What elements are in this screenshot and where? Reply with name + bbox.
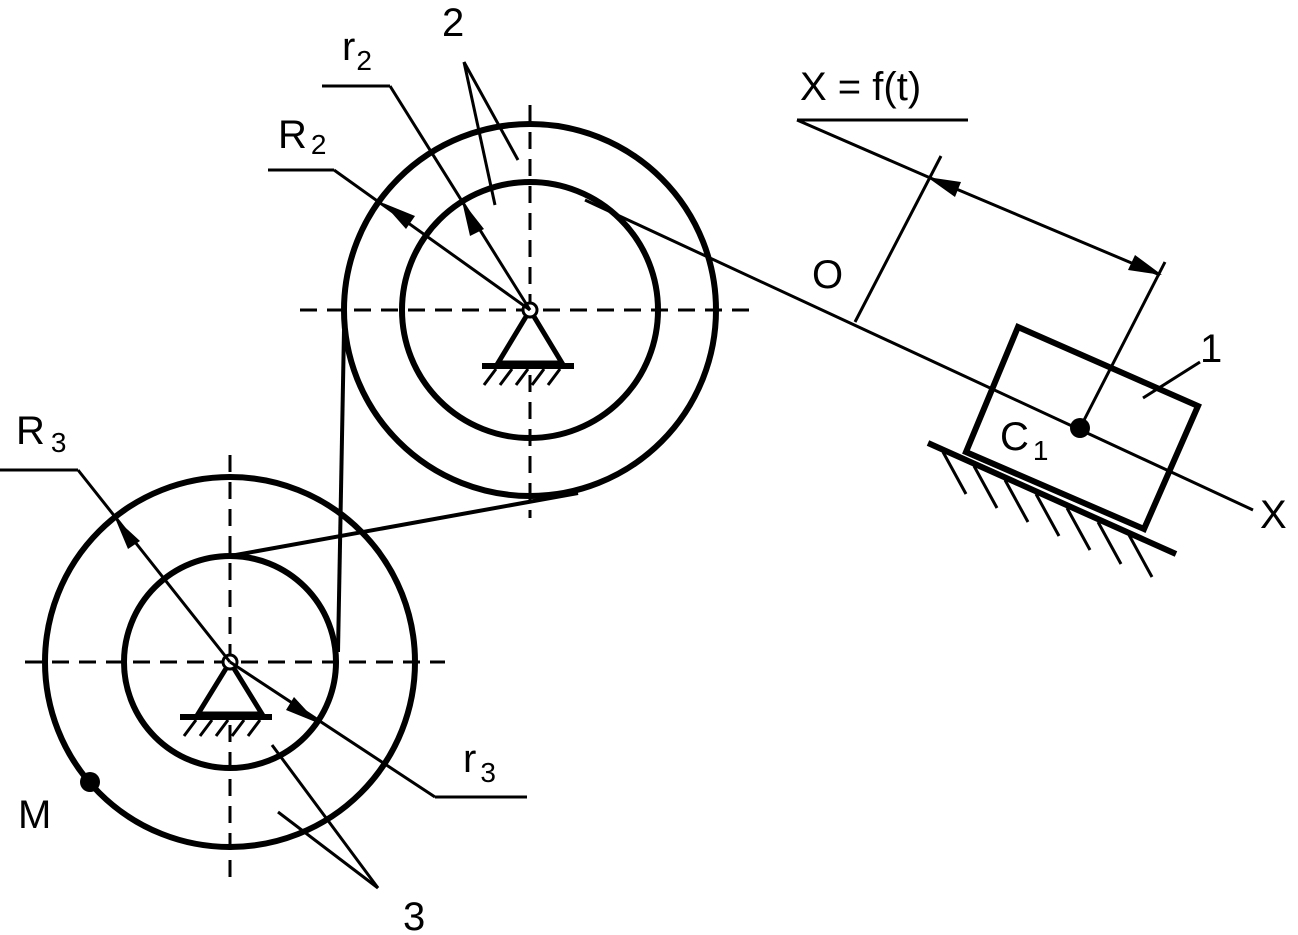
wheel-3-ground-hatch — [182, 719, 262, 737]
label-r2: r2 — [342, 25, 372, 76]
dimension-arrow-left — [927, 177, 961, 197]
displacement-dimension — [853, 155, 1167, 429]
rope-and-x-axis — [584, 198, 1254, 512]
r3-arrowhead — [286, 697, 318, 723]
label-wheel-3: 3 — [403, 895, 425, 935]
R3-arrowhead — [115, 518, 140, 549]
dimension-arrow-right — [1128, 255, 1162, 275]
label-wheel-2: 2 — [442, 1, 464, 45]
r3-leader — [229, 660, 436, 799]
R2-arrowhead — [383, 203, 415, 229]
radius-R3 — [0, 468, 232, 663]
r2-arrowhead — [462, 201, 484, 236]
wheel-2 — [300, 105, 752, 518]
R3-leader — [76, 469, 232, 663]
label-law-of-motion: X = f(t) — [800, 65, 921, 109]
label-body-1: 1 — [1200, 327, 1222, 371]
belt-left-strand — [336, 329, 346, 653]
R2-leader — [333, 168, 531, 312]
label-origin-o: O — [812, 253, 843, 297]
inclined-surface — [926, 440, 1178, 578]
label-point-m: M — [18, 793, 51, 837]
wheel-2-ground-hatch — [482, 368, 562, 386]
label-axis-x: X — [1260, 493, 1287, 537]
wheel-3 — [25, 455, 445, 878]
label-3-leader-outer — [277, 810, 379, 890]
law-leader — [796, 118, 936, 182]
radius-r3 — [229, 660, 527, 799]
label-2-leader-inner — [462, 61, 497, 206]
incline-line — [926, 440, 1178, 557]
label-2-leader-outer — [462, 61, 520, 161]
radius-r2 — [322, 84, 532, 311]
block-1 — [962, 323, 1202, 533]
r2-leader — [388, 85, 532, 311]
point-m-marker — [80, 772, 100, 792]
dimension-line — [934, 178, 1161, 277]
incline-hatch — [941, 451, 1154, 578]
extension-line-origin — [853, 155, 943, 323]
label-3-leader-inner — [270, 744, 380, 889]
label-1-leader — [1142, 360, 1201, 400]
extension-line-block — [1078, 261, 1167, 429]
radius-R2 — [268, 168, 531, 312]
belt-crossing-strand — [229, 491, 579, 558]
